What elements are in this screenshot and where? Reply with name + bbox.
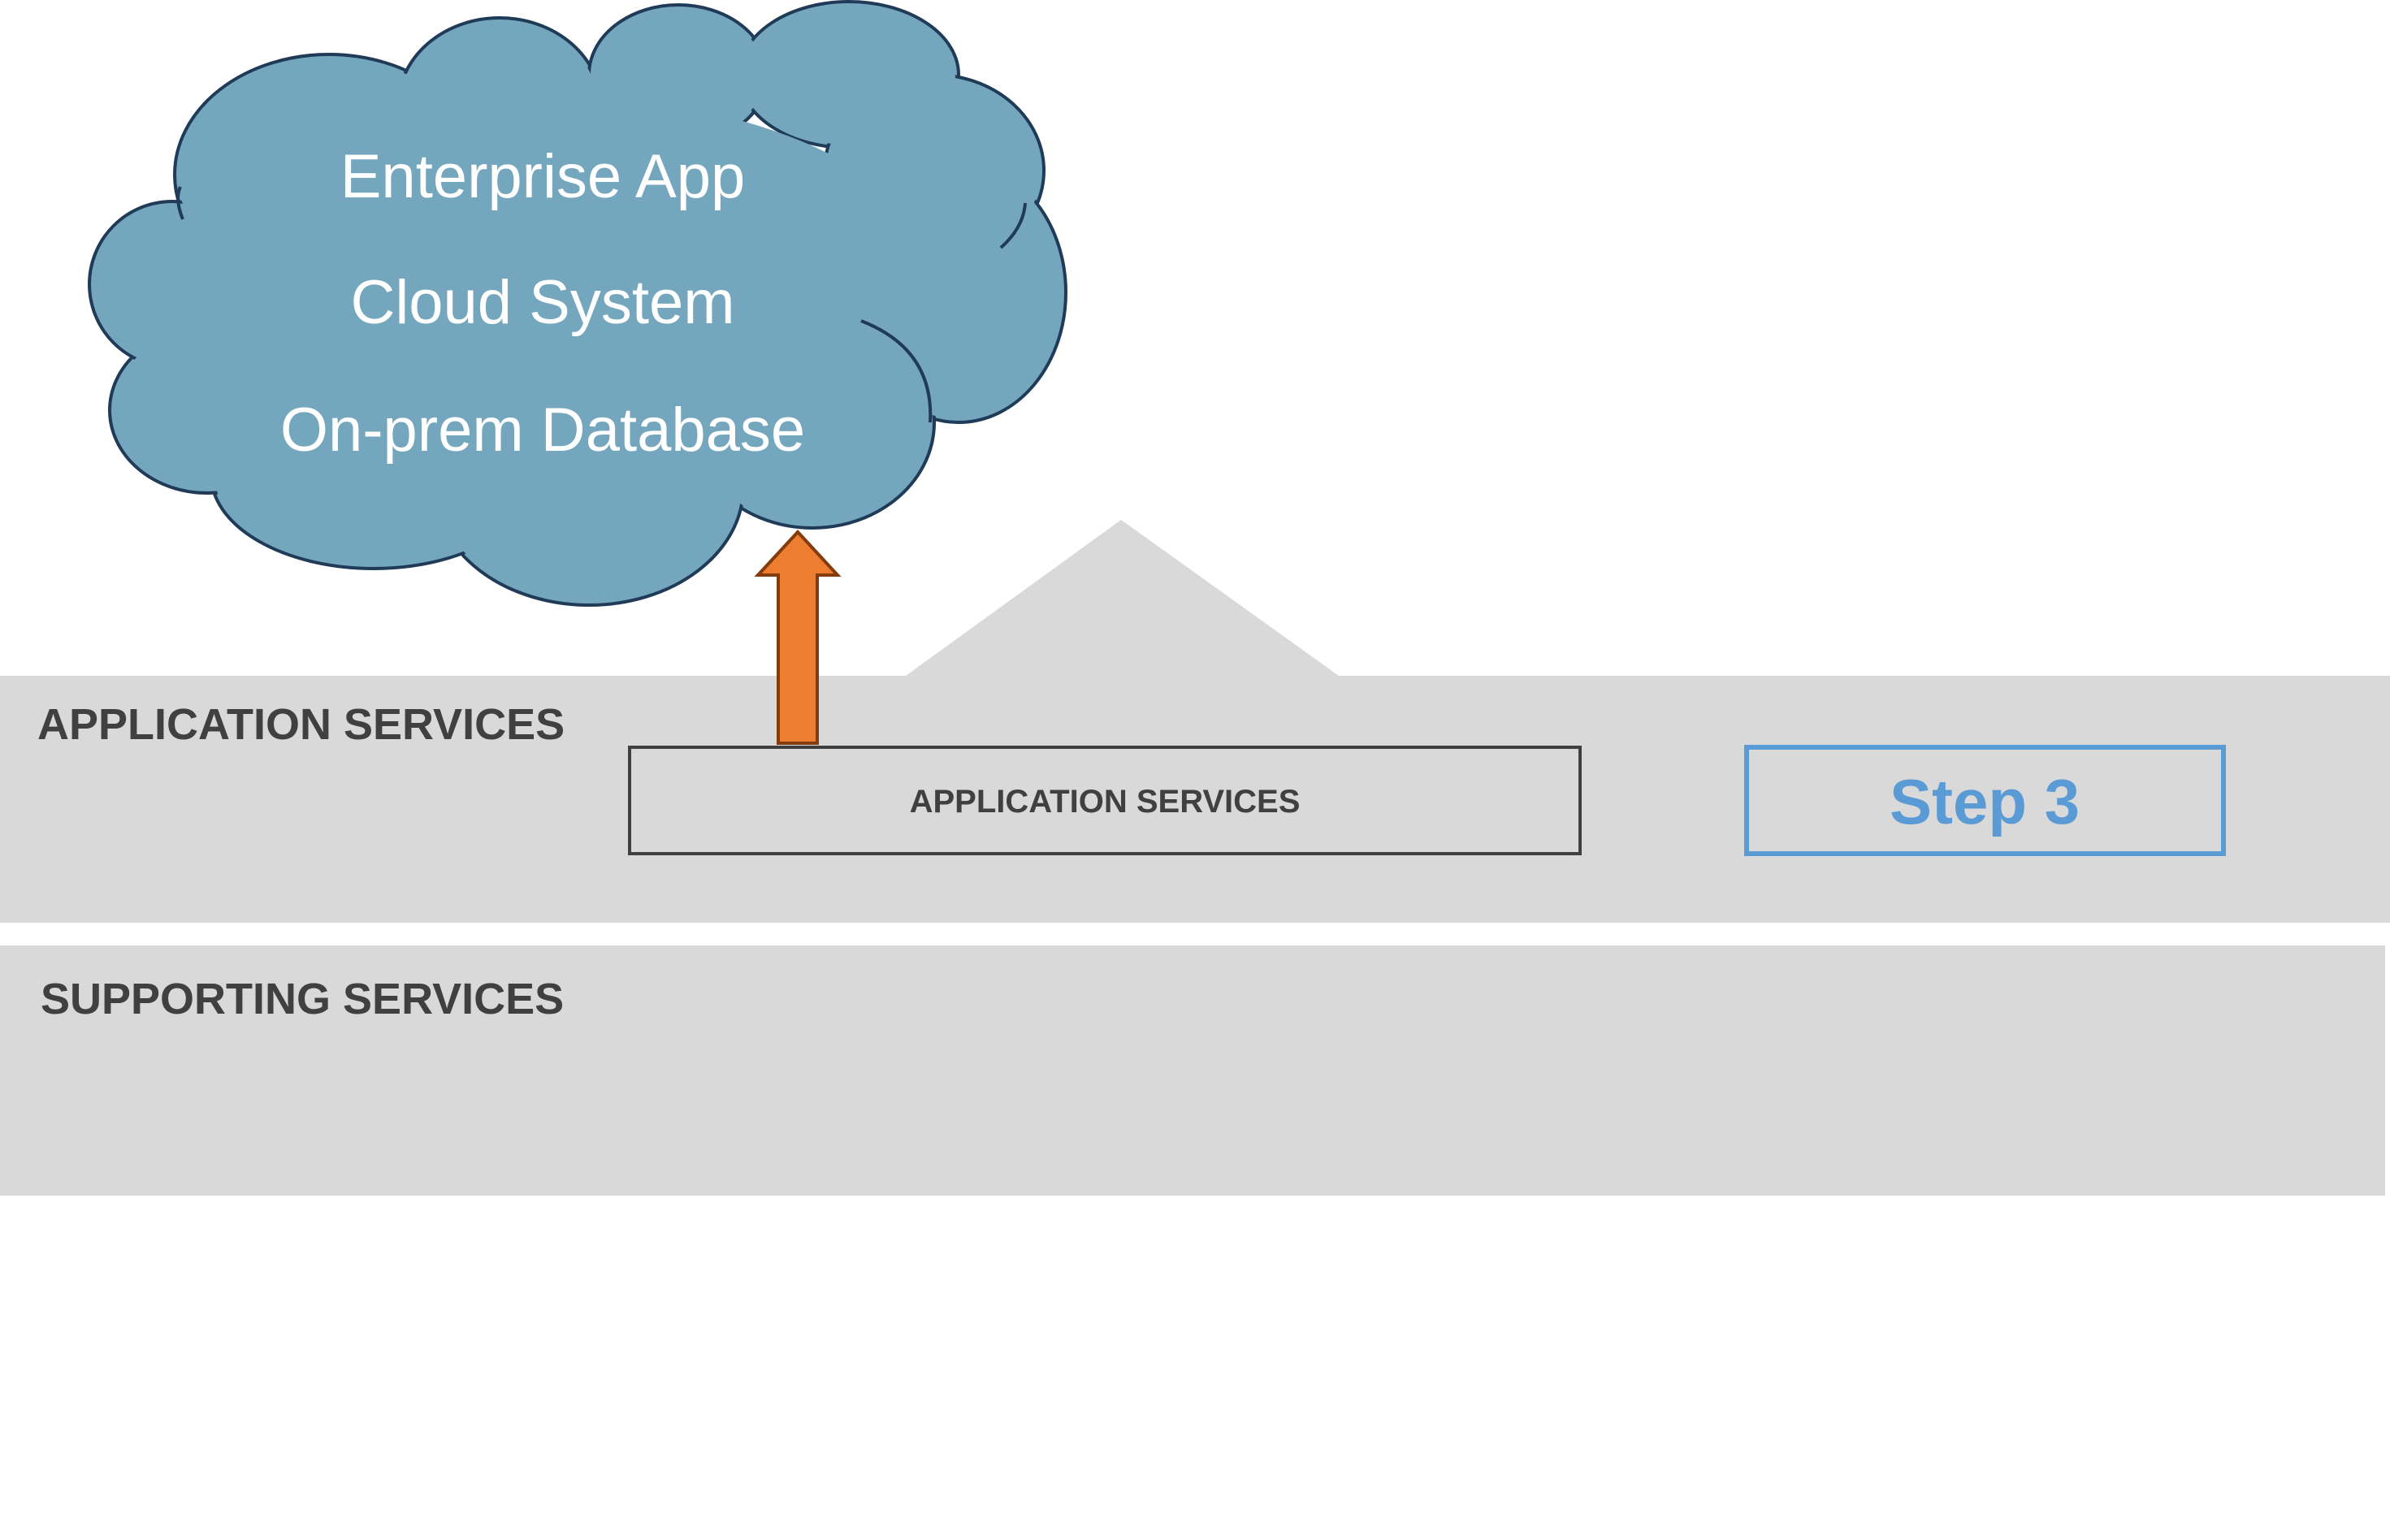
application-services-band-label: APPLICATION SERVICES: [37, 700, 565, 749]
supporting-services-band: [0, 945, 2385, 1196]
cloud-line-on-prem-database: On-prem Database: [280, 396, 805, 465]
cloud-line-cloud-system: Cloud System: [350, 268, 734, 337]
cloud-line-enterprise-app: Enterprise App: [340, 142, 746, 211]
roof-shape: [906, 520, 1339, 676]
application-services-box-label: APPLICATION SERVICES: [910, 784, 1301, 820]
cloud-shape: [88, 0, 1067, 607]
application-services-box[interactable]: [628, 746, 1582, 855]
up-arrow-icon: [754, 530, 842, 745]
step-3-box[interactable]: [1744, 745, 2226, 856]
supporting-services-band-label: SUPPORTING SERVICES: [41, 975, 564, 1023]
step-3-label: Step 3: [1890, 766, 2080, 837]
